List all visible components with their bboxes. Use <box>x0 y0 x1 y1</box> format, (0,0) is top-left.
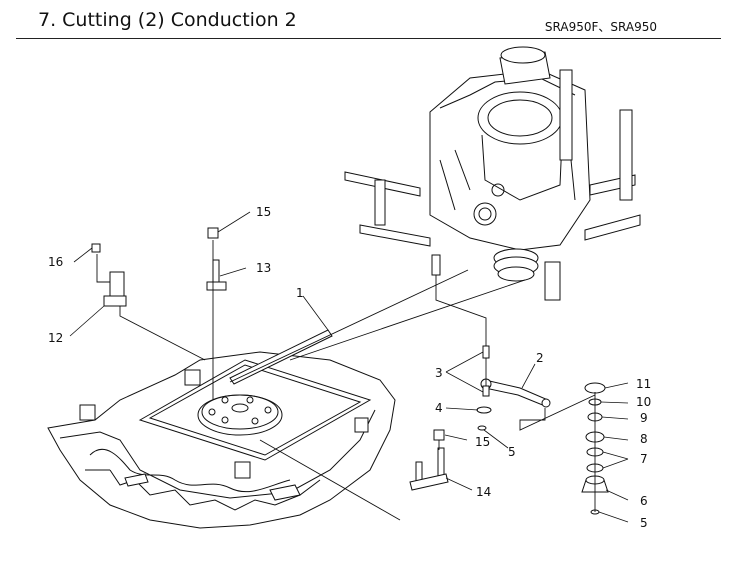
part-5-clip <box>477 425 487 431</box>
callout-5-left: 5 <box>508 445 516 459</box>
callout-3: 3 <box>435 366 443 380</box>
header-divider <box>16 38 721 39</box>
part-16-nut <box>91 243 101 253</box>
engine-assembly <box>344 46 641 301</box>
callout-labels: 1 2 3 4 5 5 6 7 8 9 10 11 12 13 14 15 15… <box>48 205 651 530</box>
mower-deck <box>47 351 396 529</box>
callout-10: 10 <box>636 395 651 409</box>
callout-6: 6 <box>640 494 648 508</box>
leader-lines <box>96 240 596 521</box>
callout-12: 12 <box>48 331 63 345</box>
part-2-arm <box>480 378 551 408</box>
callout-15-bottom: 15 <box>475 435 490 449</box>
model-numbers: SRA950F、SRA950 <box>544 20 657 34</box>
callout-pointers <box>69 211 629 523</box>
callout-2: 2 <box>536 351 544 365</box>
callout-14: 14 <box>476 485 491 499</box>
callout-1: 1 <box>296 286 304 300</box>
callout-4: 4 <box>435 401 443 415</box>
page-title: 7. Cutting (2) Conduction 2 <box>38 9 297 31</box>
part-12-bracket <box>103 271 127 307</box>
callout-13: 13 <box>256 261 271 275</box>
part-4-washer <box>476 406 492 414</box>
part-14-bracket <box>409 447 449 491</box>
callout-16: 16 <box>48 255 63 269</box>
part-15-bolt-bottom <box>433 429 445 441</box>
part-3-pins <box>482 345 490 397</box>
callout-7: 7 <box>640 452 648 466</box>
callout-15-top: 15 <box>256 205 271 219</box>
part-13-bracket <box>206 259 227 291</box>
callout-8: 8 <box>640 432 648 446</box>
part-1-rod <box>229 329 333 385</box>
callout-9: 9 <box>640 411 648 425</box>
callout-5-right: 5 <box>640 516 648 530</box>
part-15-bolt-top <box>207 227 219 239</box>
callout-11: 11 <box>636 377 651 391</box>
